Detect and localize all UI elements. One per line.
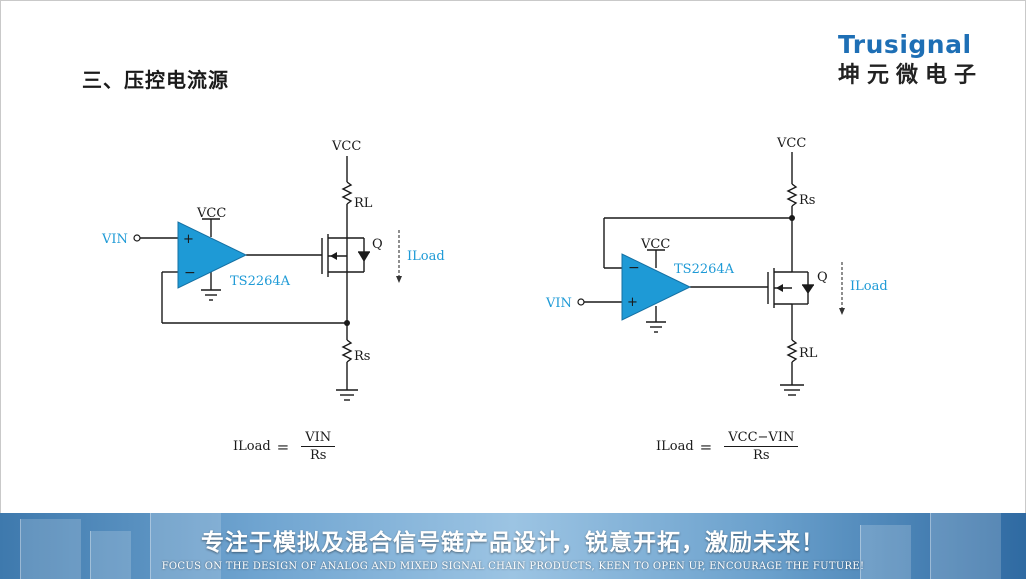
company-logo: Trusignal 坤元微电子: [838, 30, 988, 89]
right-formula-eq: =: [699, 437, 713, 456]
left-opamp-vcc-label: VCC: [196, 206, 226, 221]
left-vin-label: VIN: [101, 232, 128, 247]
circuit-diagrams: + − − + VCC RL Rs Q VCC VIN TS2264A ILoa…: [101, 136, 888, 401]
svg-text:−: −: [184, 265, 196, 281]
left-chip-label: TS2264A: [230, 274, 291, 289]
logo-english: Trusignal: [838, 30, 972, 59]
right-rs-resistor: [786, 183, 798, 207]
left-formula-lhs: ILoad: [233, 439, 271, 454]
building-shape: [150, 513, 221, 579]
left-iload-label: ILoad: [407, 249, 445, 264]
building-shape: [860, 525, 911, 579]
left-rs-label: Rs: [354, 349, 370, 364]
right-rl-label: RL: [799, 346, 818, 361]
left-formula-denominator: Rs: [309, 448, 327, 463]
left-rs-resistor: [341, 339, 353, 363]
left-q-label: Q: [372, 237, 383, 252]
page-title: 三、压控电流源: [82, 68, 229, 92]
footer-english-slogan: FOCUS ON THE DESIGN OF ANALOG AND MIXED …: [161, 561, 865, 572]
right-vin-label: VIN: [545, 296, 572, 311]
right-formula-lhs: ILoad: [656, 439, 694, 454]
left-vcc-label: VCC: [331, 139, 361, 154]
right-iload-label: ILoad: [850, 279, 888, 294]
logo-chinese: 坤元微电子: [838, 63, 984, 88]
right-opamp-vcc-label: VCC: [640, 237, 670, 252]
right-q-label: Q: [817, 270, 828, 285]
right-circuit: [584, 152, 814, 396]
left-junction-dot: [344, 320, 350, 326]
svg-text:+: +: [183, 232, 194, 247]
right-rl-resistor: [786, 339, 798, 363]
left-formula-eq: =: [276, 437, 290, 456]
right-vin-terminal: [577, 298, 585, 306]
right-formula-numerator: VCC−VIN: [724, 430, 799, 447]
svg-text:−: −: [628, 260, 640, 276]
left-rl-label: RL: [354, 196, 373, 211]
right-vcc-label: VCC: [776, 136, 806, 151]
footer-banner: 专注于模拟及混合信号链产品设计，锐意开拓，激励未来！ FOCUS ON THE …: [0, 513, 1026, 579]
building-shape: [90, 531, 131, 579]
svg-text:+: +: [627, 295, 638, 310]
left-vin-terminal: [133, 234, 141, 242]
building-shape: [20, 519, 81, 579]
right-chip-label: TS2264A: [674, 262, 735, 277]
building-shape: [930, 513, 1001, 579]
right-opamp: [621, 253, 692, 321]
left-opamp: [177, 221, 248, 289]
right-junction-dot: [789, 215, 795, 221]
right-formula: ILoad = VCC−VIN Rs: [656, 430, 799, 463]
left-formula-numerator: VIN: [301, 430, 336, 447]
right-formula-denominator: Rs: [753, 448, 770, 463]
footer-slogan: 专注于模拟及混合信号链产品设计，锐意开拓，激励未来！: [201, 530, 825, 556]
right-rs-label: Rs: [799, 193, 815, 208]
left-rl-resistor: [341, 181, 353, 205]
left-formula: ILoad = VIN Rs: [233, 430, 336, 463]
